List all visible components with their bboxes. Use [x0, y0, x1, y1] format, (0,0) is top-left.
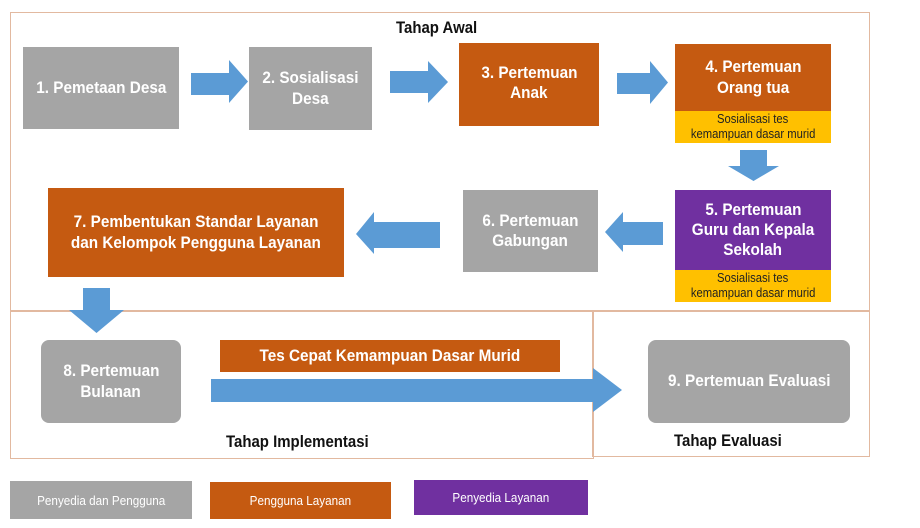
legend-label: Penyedia dan Pengguna — [36, 492, 166, 508]
legend-penyedia-layanan: Penyedia Layanan — [414, 480, 588, 515]
arrow-6-to-7 — [356, 212, 440, 254]
step-5-label-line-3: Sekolah — [723, 240, 783, 260]
step-3-pertemuan-anak[interactable]: 3. Pertemuan Anak — [459, 43, 599, 126]
step-8-label-line-1: 8. Pertemuan — [62, 361, 160, 381]
step-6-label-line-1: 6. Pertemuan — [482, 210, 579, 230]
arrow-3-to-4 — [617, 61, 668, 104]
step-5-note-line-2: kemampuan dasar murid — [690, 286, 816, 300]
step-4-note-line-2: kemampuan dasar murid — [690, 127, 816, 141]
step-1-pemetaan-desa[interactable]: 1. Pemetaan Desa — [23, 47, 179, 129]
step-6-label-line-2: Gabungan — [492, 231, 569, 250]
arrow-2-to-3 — [390, 61, 448, 103]
step-9-label: 9. Pertemuan Evaluasi — [667, 371, 831, 391]
legend-pengguna-layanan: Pengguna Layanan — [210, 482, 391, 519]
step-4-label-line-2: Orang tua — [716, 77, 790, 97]
step-9-pertemuan-evaluasi[interactable]: 9. Pertemuan Evaluasi — [648, 340, 850, 423]
step-4-note-line-1: Sosialisasi tes — [717, 112, 789, 126]
step-1-label: 1. Pemetaan Desa — [35, 77, 167, 97]
step-6-pertemuan-gabungan[interactable]: 6. Pertemuan Gabungan — [463, 190, 598, 272]
step-4-label-line-1: 4. Pertemuan — [704, 57, 802, 77]
arrow-1-to-2 — [191, 60, 248, 103]
legend-penyedia-dan-pengguna: Penyedia dan Pengguna — [10, 481, 192, 519]
step-7-label-line-2: dan Kelompok Pengguna Layanan — [71, 232, 321, 252]
step-5-label-line-1: 5. Pertemuan — [704, 199, 802, 219]
step-5-note: Sosialisasi tes kemampuan dasar murid — [675, 270, 831, 302]
arrow-8-to-9 — [211, 368, 622, 412]
step-4-note: Sosialisasi tes kemampuan dasar murid — [675, 111, 831, 143]
step-4-pertemuan-orang-tua[interactable]: 4. Pertemuan Orang tua — [675, 44, 831, 111]
step-3-label-line-1: 3. Pertemuan — [480, 63, 578, 82]
activity-banner-label: Tes Cepat Kemampuan Dasar Murid — [259, 345, 521, 365]
phase-label-implementasi: Tahap Implementasi — [226, 432, 369, 451]
step-8-pertemuan-bulanan[interactable]: 8. Pertemuan Bulanan — [41, 340, 181, 423]
arrow-4-to-5 — [728, 150, 779, 181]
legend-label: Penyedia Layanan — [452, 490, 550, 505]
step-2-label-line-2: Desa — [292, 88, 329, 108]
step-5-note-line-1: Sosialisasi tes — [717, 271, 789, 285]
step-2-sosialisasi-desa[interactable]: 2. Sosialisasi Desa — [249, 47, 372, 130]
step-2-label-line-1: 2. Sosialisasi — [262, 68, 359, 88]
phase-frame-awal — [10, 12, 870, 312]
activity-banner-tes-cepat: Tes Cepat Kemampuan Dasar Murid — [220, 340, 560, 372]
step-8-label-line-2: Bulanan — [80, 381, 142, 401]
step-7-label-line-1: 7. Pembentukan Standar Layanan — [73, 212, 319, 232]
legend-label: Pengguna Layanan — [249, 493, 352, 508]
step-5-label-line-2: Guru dan Kepala — [691, 219, 815, 239]
step-7-pembentukan-standar-layanan[interactable]: 7. Pembentukan Standar Layanan dan Kelom… — [48, 188, 344, 277]
phase-label-evaluasi: Tahap Evaluasi — [674, 431, 782, 450]
arrow-5-to-6 — [605, 212, 663, 252]
arrow-7-to-8 — [69, 288, 124, 333]
step-5-pertemuan-guru-kepala-sekolah[interactable]: 5. Pertemuan Guru dan Kepala Sekolah — [675, 190, 831, 270]
step-3-label-line-2: Anak — [510, 83, 548, 103]
phase-label-awal: Tahap Awal — [396, 18, 478, 37]
